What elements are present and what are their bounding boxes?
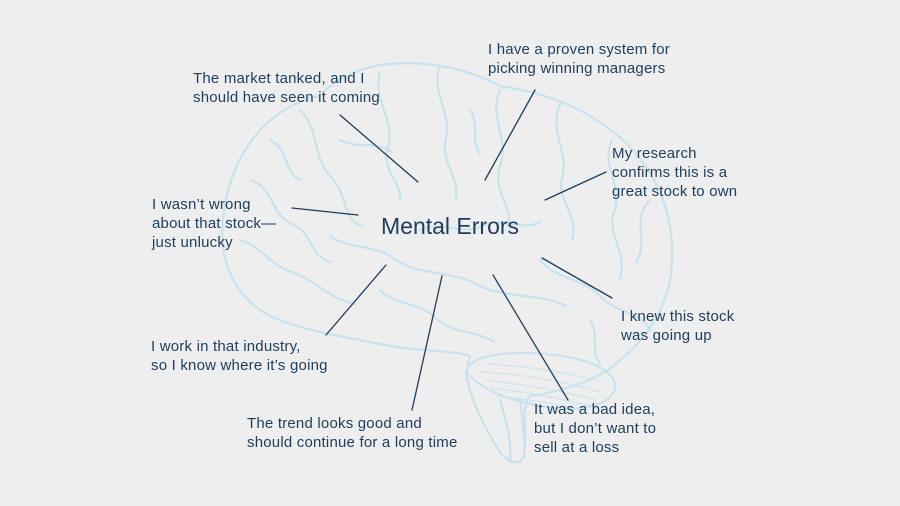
statement-market-tanked: The market tanked, and I should have see… [193,70,380,106]
connector-knew-going-up [541,257,613,299]
diagram-title: Mental Errors [381,213,520,239]
statement-work-in-industry: I work in that industry, so I know where… [151,338,328,374]
statement-research-confirms: My research confirms this is a great sto… [612,145,738,200]
statement-trend-looks-good: The trend looks good and should continue… [247,415,458,451]
connector-bad-idea [492,274,569,401]
connector-research-confirms [544,171,607,201]
connector-trend-looks-good [411,275,443,411]
connector-wasnt-wrong [291,207,359,216]
statement-wasnt-wrong: I wasn’t wrong about that stock— just un… [152,196,277,251]
statement-proven-system: I have a proven system for picking winni… [488,41,670,77]
statement-knew-going-up: I knew this stock was going up [621,308,735,344]
connector-work-in-industry [325,264,387,336]
statement-bad-idea: It was a bad idea, but I don’t want to s… [534,401,657,456]
connector-proven-system [484,89,536,181]
connector-market-tanked [339,114,419,183]
